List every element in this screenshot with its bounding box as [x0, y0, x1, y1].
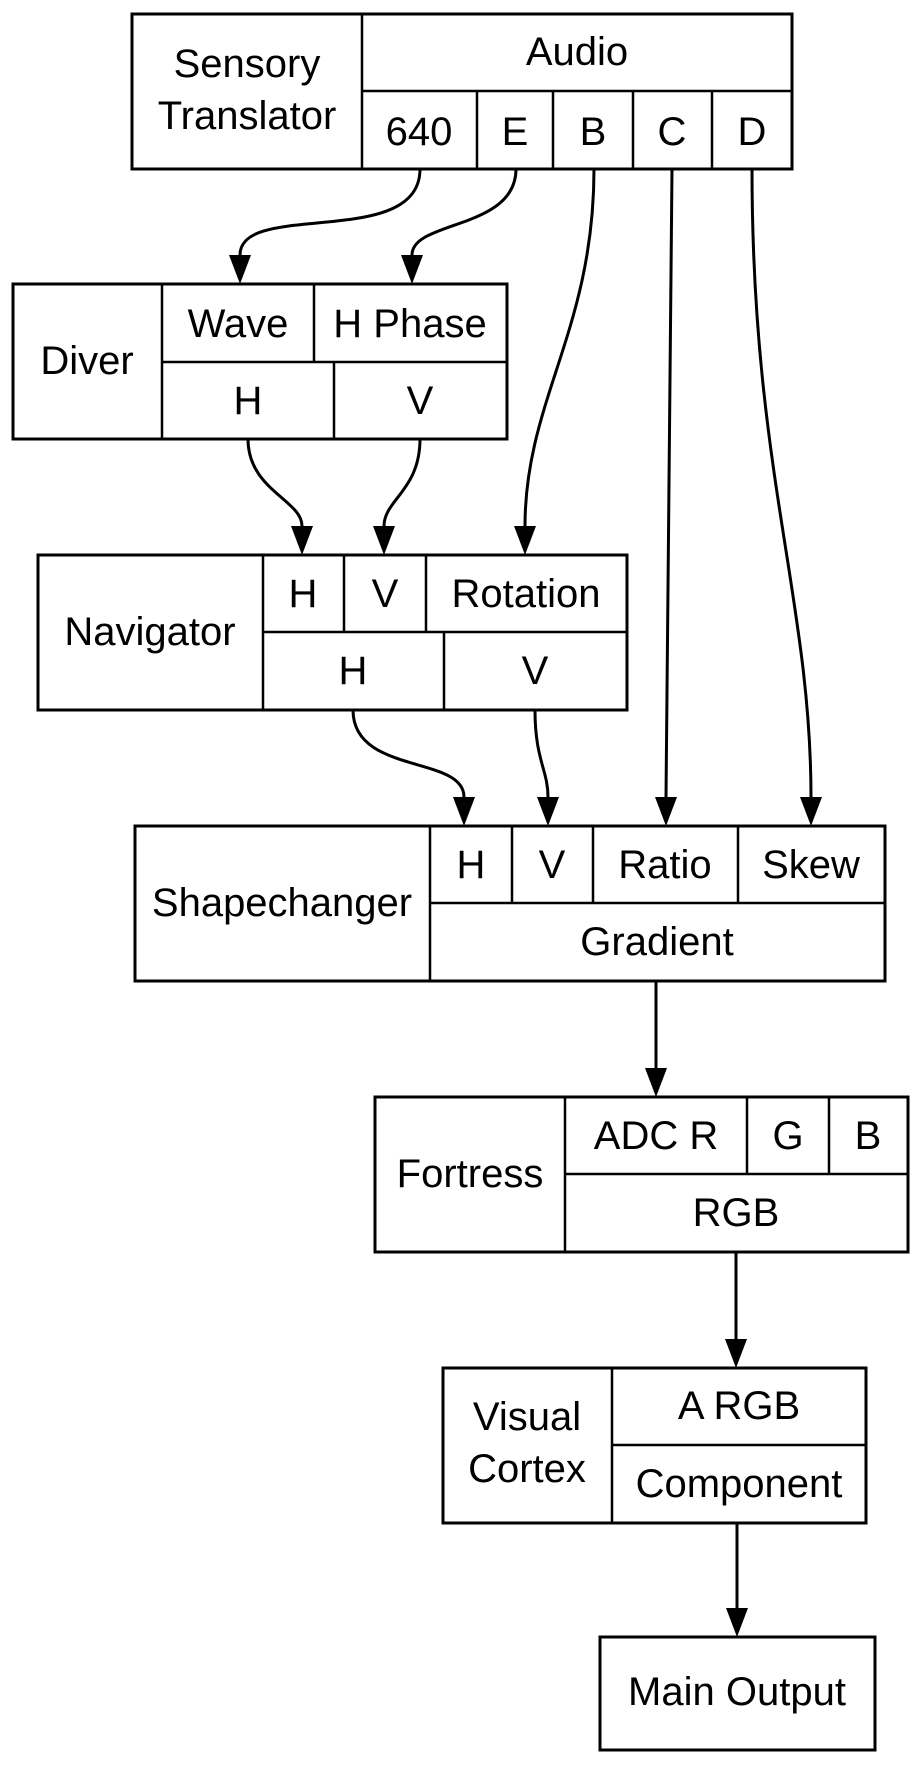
- port-b[interactable]: B: [580, 110, 607, 154]
- fortress-input-b[interactable]: B: [855, 1114, 882, 1158]
- edge-640-to-wave: [238, 168, 422, 256]
- node-sensory-translator[interactable]: Sensory Translator Audio 640 E B C D: [130, 12, 794, 171]
- edge-diver-h-to-navigator-h: [246, 438, 304, 527]
- edge-c-to-ratio: [664, 168, 674, 798]
- arrowhead-a-rgb: [725, 1339, 747, 1368]
- shapechanger-title: Shapechanger: [152, 881, 412, 925]
- arrowhead-shapechanger-v: [537, 797, 559, 826]
- edge-d-to-skew: [750, 168, 813, 798]
- navigator-input-v[interactable]: V: [372, 572, 399, 616]
- arrowhead-h-phase: [401, 255, 423, 284]
- port-640[interactable]: 640: [386, 110, 453, 154]
- arrowhead-navigator-h: [291, 526, 313, 555]
- navigator-output-v[interactable]: V: [522, 649, 549, 693]
- main-output-title: Main Output: [628, 1670, 846, 1714]
- diver-output-h[interactable]: H: [234, 379, 263, 423]
- fortress-input-adc-r[interactable]: ADC R: [594, 1114, 718, 1158]
- arrowhead-skew: [800, 797, 822, 826]
- port-d[interactable]: D: [738, 110, 767, 154]
- edge-b-to-rotation: [523, 168, 596, 527]
- edges: [229, 168, 822, 1637]
- shapechanger-input-ratio[interactable]: Ratio: [618, 843, 711, 887]
- fortress-input-g[interactable]: G: [772, 1114, 803, 1158]
- node-main-output[interactable]: Main Output: [598, 1635, 877, 1752]
- edge-diver-v-to-navigator-v: [382, 438, 422, 527]
- fortress-output-rgb[interactable]: RGB: [693, 1191, 780, 1235]
- arrowhead-rotation: [514, 526, 536, 555]
- sensory-translator-title-line-1: Sensory: [174, 42, 321, 86]
- fortress-title: Fortress: [397, 1152, 544, 1196]
- port-c[interactable]: C: [658, 110, 687, 154]
- shapechanger-input-v[interactable]: V: [539, 843, 566, 887]
- visual-cortex-title-line-2: Cortex: [468, 1447, 586, 1491]
- shapechanger-output-gradient[interactable]: Gradient: [580, 920, 733, 964]
- port-e[interactable]: E: [502, 110, 529, 154]
- shapechanger-input-skew[interactable]: Skew: [762, 843, 860, 887]
- diver-title: Diver: [40, 339, 133, 383]
- diver-input-wave[interactable]: Wave: [188, 302, 289, 346]
- node-navigator[interactable]: Navigator H V Rotation H V: [36, 553, 629, 712]
- visual-cortex-output-component[interactable]: Component: [636, 1462, 843, 1506]
- node-visual-cortex[interactable]: Visual Cortex A RGB Component: [441, 1366, 868, 1525]
- node-fortress[interactable]: Fortress ADC R G B RGB: [373, 1095, 910, 1254]
- edge-e-to-h-phase: [410, 168, 518, 256]
- node-diver[interactable]: Diver Wave H Phase H V: [11, 282, 509, 441]
- diver-output-v[interactable]: V: [407, 379, 434, 423]
- arrowhead-wave: [229, 255, 251, 284]
- visual-cortex-title-line-1: Visual: [473, 1395, 581, 1439]
- shapechanger-input-h[interactable]: H: [457, 843, 486, 887]
- navigator-input-h[interactable]: H: [289, 572, 318, 616]
- edge-navigator-h-to-shapechanger-h: [351, 709, 466, 798]
- arrowhead-navigator-v: [373, 526, 395, 555]
- arrowhead-ratio: [655, 797, 677, 826]
- arrowhead-main-output: [726, 1608, 748, 1637]
- edge-navigator-v-to-shapechanger-v: [533, 709, 550, 798]
- navigator-input-rotation[interactable]: Rotation: [452, 572, 601, 616]
- navigator-output-h[interactable]: H: [339, 649, 368, 693]
- diver-input-h-phase[interactable]: H Phase: [333, 302, 486, 346]
- navigator-title: Navigator: [64, 610, 235, 654]
- sensory-translator-header-audio: Audio: [526, 30, 628, 74]
- visual-cortex-input-a-rgb[interactable]: A RGB: [678, 1384, 800, 1428]
- sensory-translator-title-line-2: Translator: [158, 94, 337, 138]
- node-shapechanger[interactable]: Shapechanger H V Ratio Skew Gradient: [133, 824, 887, 983]
- arrowhead-shapechanger-h: [453, 797, 475, 826]
- arrowhead-adc-r: [645, 1068, 667, 1097]
